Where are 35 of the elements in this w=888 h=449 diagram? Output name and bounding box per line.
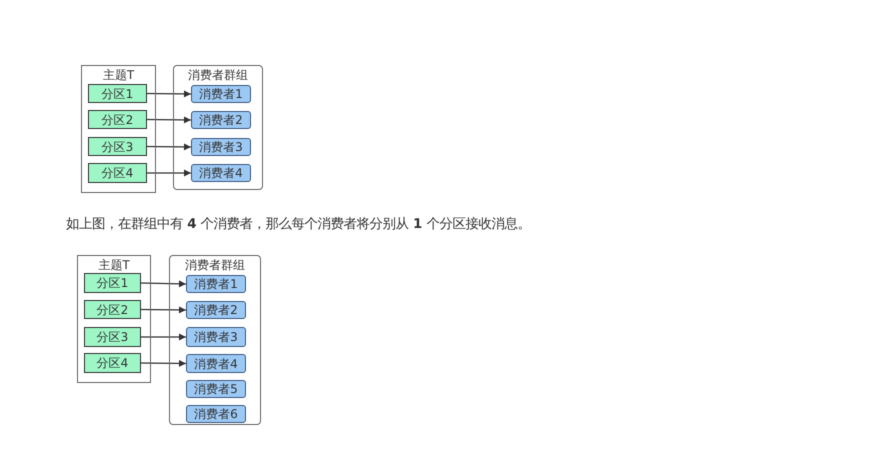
partition-box: 分区3	[88, 137, 147, 156]
arrow	[147, 170, 191, 176]
arrow	[141, 306, 186, 314]
partition-box: 分区4	[88, 163, 147, 183]
consumer-box: 消费者1	[186, 275, 246, 293]
panel-title: 消费者群组	[184, 258, 246, 272]
consumer-box: 消费者2	[186, 301, 246, 319]
partition-box: 分区2	[88, 110, 147, 129]
partition-box: 分区1	[88, 84, 147, 103]
partition-box: 分区3	[84, 327, 141, 347]
panel-title: 消费者群组	[187, 68, 249, 82]
arrow	[141, 360, 186, 367]
consumer-box: 消费者5	[186, 380, 246, 398]
body-text: 如上图，在群组中有 4 个消费者，那么每个消费者将分别从 1 个分区接收消息。	[66, 216, 530, 234]
topic-panel	[77, 255, 151, 383]
partition-box: 分区1	[84, 273, 141, 293]
topic-panel	[81, 65, 156, 193]
consumer-box: 消费者4	[191, 164, 251, 182]
consumer-group-panel	[173, 65, 263, 190]
consumer-box: 消费者4	[186, 354, 246, 373]
panel-title: 主题T	[97, 258, 131, 272]
partition-box: 分区2	[84, 300, 141, 319]
consumer-box: 消费者6	[186, 405, 246, 423]
consumer-group-panel	[169, 255, 261, 425]
arrow	[141, 334, 186, 340]
panel-title: 主题T	[102, 68, 136, 82]
consumer-box: 消费者1	[191, 85, 251, 103]
arrow	[140, 280, 186, 288]
arrow	[147, 116, 191, 124]
arrow	[147, 143, 191, 150]
consumer-box: 消费者3	[186, 327, 246, 347]
arrow	[147, 90, 191, 98]
consumer-box: 消费者2	[191, 111, 251, 129]
consumer-box: 消费者3	[191, 138, 251, 156]
partition-box: 分区4	[84, 353, 141, 373]
